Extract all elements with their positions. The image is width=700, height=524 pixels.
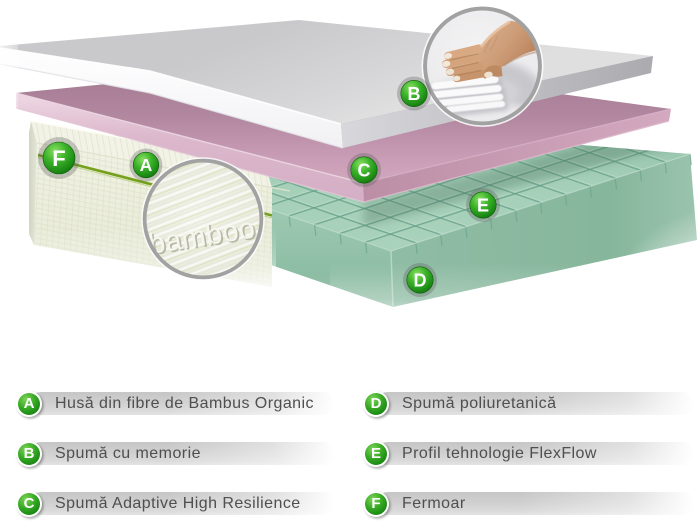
svg-text:F: F	[52, 146, 65, 171]
svg-text:C: C	[358, 160, 371, 180]
svg-text:D: D	[414, 270, 427, 290]
svg-text:B: B	[408, 84, 421, 104]
svg-text:E: E	[477, 195, 489, 215]
svg-text:A: A	[140, 155, 153, 175]
